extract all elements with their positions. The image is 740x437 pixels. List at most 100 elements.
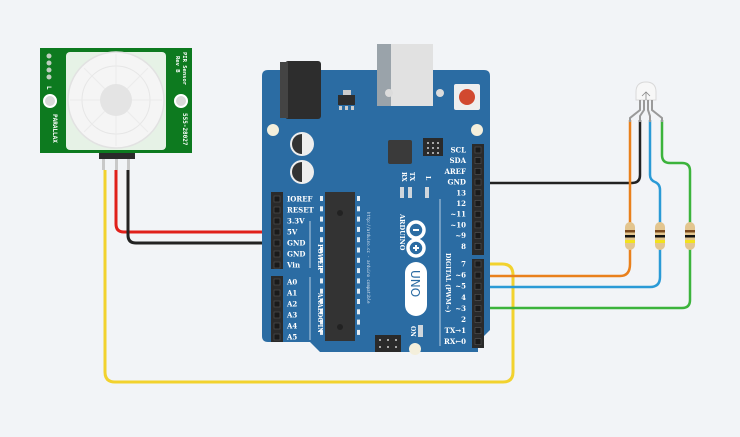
header-pin-socket[interactable]	[273, 239, 281, 247]
tx-label: TX	[408, 172, 415, 181]
header-pin-socket[interactable]	[474, 271, 482, 279]
resistor-band	[625, 240, 635, 243]
pin-label: IOREF	[287, 195, 313, 204]
chip-pin	[320, 288, 323, 294]
pin-label: A5	[286, 333, 297, 342]
header-pin-socket[interactable]	[474, 189, 482, 197]
chip-pin	[320, 206, 323, 212]
resistor-band	[685, 230, 695, 233]
header-pin-socket[interactable]	[273, 195, 281, 203]
l-led	[425, 187, 429, 198]
header-pin-socket[interactable]	[474, 243, 482, 250]
pin-label: ~9	[455, 231, 466, 240]
digital-header-bottom	[472, 259, 484, 348]
header-pin-socket[interactable]	[474, 282, 482, 290]
wire-red-5v[interactable]	[114, 170, 282, 234]
header-pin-socket[interactable]	[474, 157, 482, 164]
header-pin-socket[interactable]	[273, 333, 281, 341]
header-pin-socket[interactable]	[273, 311, 281, 319]
wire-black-led-gnd[interactable]	[478, 120, 642, 185]
chip-pin	[320, 237, 323, 243]
resistor-r1[interactable]	[625, 222, 635, 250]
resistor-band	[655, 240, 665, 243]
reset-button[interactable]	[459, 89, 475, 105]
pin-label: AREF	[443, 167, 466, 176]
header-pin-socket[interactable]	[474, 316, 482, 323]
pin-label: ~6	[455, 271, 466, 280]
header-pin-socket[interactable]	[474, 338, 482, 346]
on-led	[418, 325, 423, 337]
header-pin-socket[interactable]	[273, 300, 281, 308]
header-pin-socket[interactable]	[474, 200, 482, 207]
pin-label: 13	[456, 188, 466, 197]
icsp-header-bottom	[375, 335, 401, 352]
pin-label: RESET	[287, 206, 315, 215]
resistor-band	[625, 230, 635, 233]
chip-pin	[320, 268, 323, 274]
chip-pin	[357, 278, 360, 284]
header-pin-socket[interactable]	[474, 232, 482, 239]
chip-pin	[357, 196, 360, 201]
header-pin-socket[interactable]	[273, 206, 281, 214]
resistor-r3[interactable]	[685, 222, 695, 250]
header-pin-socket[interactable]	[474, 146, 482, 154]
pir-mount-hole-left	[43, 94, 57, 108]
chip-pin	[320, 329, 323, 335]
pin-label: TX→1	[445, 326, 467, 335]
pin-label: A1	[286, 289, 297, 298]
header-pin-socket[interactable]	[474, 178, 482, 186]
header-pin-socket[interactable]	[273, 250, 281, 258]
chip-pin	[357, 329, 360, 335]
on-label: ON	[409, 326, 416, 337]
pir-pin-dot	[46, 74, 52, 80]
wire-black-gnd[interactable]	[126, 170, 282, 245]
arduino-uno[interactable]: TX RX L ON ARDUINO UNO http://arduino.cc…	[262, 44, 490, 355]
chip-pin	[357, 268, 360, 274]
chip-pin	[357, 309, 360, 315]
wire-yellow-pir-out[interactable]	[103, 170, 515, 384]
resistor-r2[interactable]	[655, 222, 665, 250]
dc-power-jack	[285, 61, 321, 119]
header-pin-socket[interactable]	[474, 210, 482, 218]
header-pin-socket[interactable]	[273, 261, 281, 269]
header-pin-socket[interactable]	[474, 260, 482, 268]
header-pin-socket[interactable]	[474, 168, 482, 175]
wire-orange-pin6[interactable]	[478, 120, 632, 278]
rgb-led[interactable]	[629, 81, 663, 122]
pin-label: 3.3V	[287, 217, 305, 226]
wire-blue-pin5[interactable]	[478, 120, 662, 289]
header-pin-socket[interactable]	[474, 221, 482, 229]
pir-header	[99, 153, 135, 159]
chip-pin	[357, 247, 360, 253]
pin-label: ~3	[455, 304, 466, 313]
header-pin-socket[interactable]	[273, 322, 281, 330]
header-pin-socket[interactable]	[273, 228, 281, 236]
resistor-band	[625, 235, 635, 238]
wire-green-pin3[interactable]	[478, 120, 692, 310]
pir-pin-dot	[46, 67, 52, 73]
chip-pin	[320, 299, 323, 304]
pin-label: RX←0	[444, 337, 466, 346]
pin-label: 5V	[287, 228, 298, 237]
pin-label: ~5	[455, 282, 466, 291]
pin-label: A0	[286, 278, 297, 287]
led-dome	[635, 81, 657, 101]
header-pin-socket[interactable]	[273, 289, 281, 297]
header-pin-socket[interactable]	[474, 305, 482, 312]
header-pin-socket[interactable]	[474, 293, 482, 301]
header-pin-socket[interactable]	[474, 327, 482, 334]
header-pin-socket[interactable]	[273, 217, 281, 225]
pir-sensor[interactable]: L PARALLAX PIR Sensor Rev B 555-28027	[40, 48, 192, 170]
pir-rev-label: Rev B	[174, 56, 180, 73]
chip-pin	[357, 299, 360, 304]
pin-label: Vin	[286, 261, 300, 270]
header-pin-socket[interactable]	[273, 278, 281, 286]
chip-pin	[357, 237, 360, 243]
chip-pin	[320, 196, 323, 201]
pin-label: SCL	[450, 146, 466, 155]
pin-label: A4	[286, 322, 297, 331]
pir-top-label: PIR Sensor	[181, 52, 187, 86]
chip-pin	[357, 257, 360, 263]
analog-section-label: ANALOG IN	[316, 292, 323, 333]
